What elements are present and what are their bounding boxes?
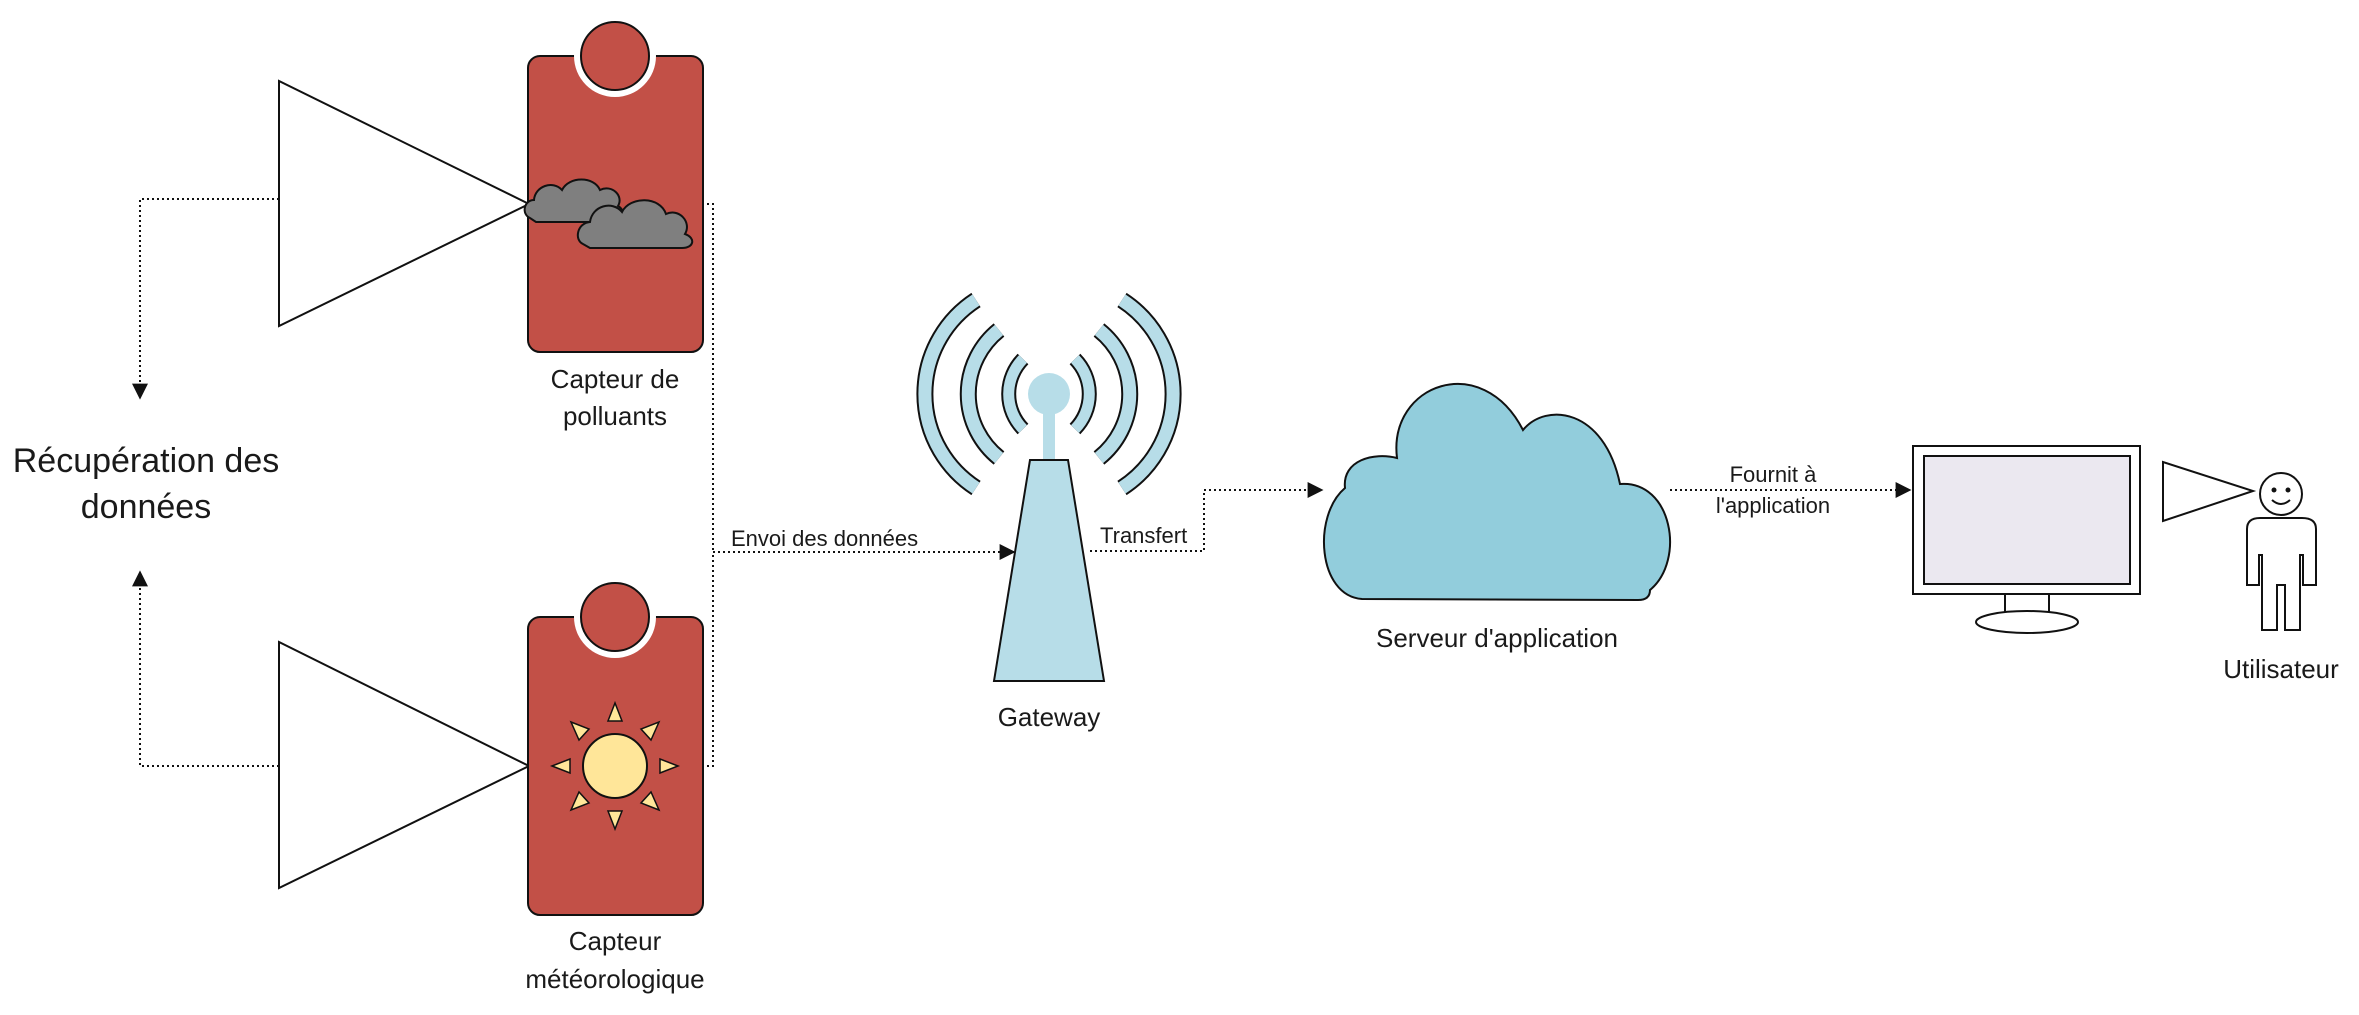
weather-sensor: Capteur météorologique [525,576,705,994]
pollutant-sensor: Capteur de polluants [523,15,704,431]
envoi-label: Envoi des données [731,526,918,551]
antenna-tower-icon [916,292,1182,682]
pollutant-sensor-label-1: Capteur de [551,364,680,394]
person-icon [2246,472,2317,631]
monitor-icon [1912,445,2141,634]
recuperation-label-1: Récupération des [13,442,280,480]
cloud-icon [1323,382,1671,602]
sun-icon [549,700,681,832]
weather-sensor-label-1: Capteur [569,926,662,956]
user-view-triangle [2162,460,2257,523]
connector-transfert [1090,482,1324,552]
recuperation-label-2: données [81,488,211,526]
connector-weather-to-recuperation [132,570,279,767]
pollutant-probe-triangle [278,79,532,328]
connector-pollutant-bus [702,203,714,552]
fournit-label-2: l'application [1716,493,1830,518]
weather-probe-triangle [278,640,532,890]
transfert-label: Transfert [1100,523,1187,548]
pollutant-sensor-label-2: polluants [563,401,667,431]
connector-pollutant-to-recuperation [132,198,279,400]
gateway-label: Gateway [998,702,1101,732]
cloud-icon [523,178,694,249]
user-label: Utilisateur [2223,654,2339,684]
weather-sensor-label-2: météorologique [525,964,704,994]
server-label: Serveur d'application [1376,623,1618,653]
fournit-label-1: Fournit à [1730,462,1818,487]
connectors [132,198,1912,767]
connector-weather-bus [702,552,714,767]
